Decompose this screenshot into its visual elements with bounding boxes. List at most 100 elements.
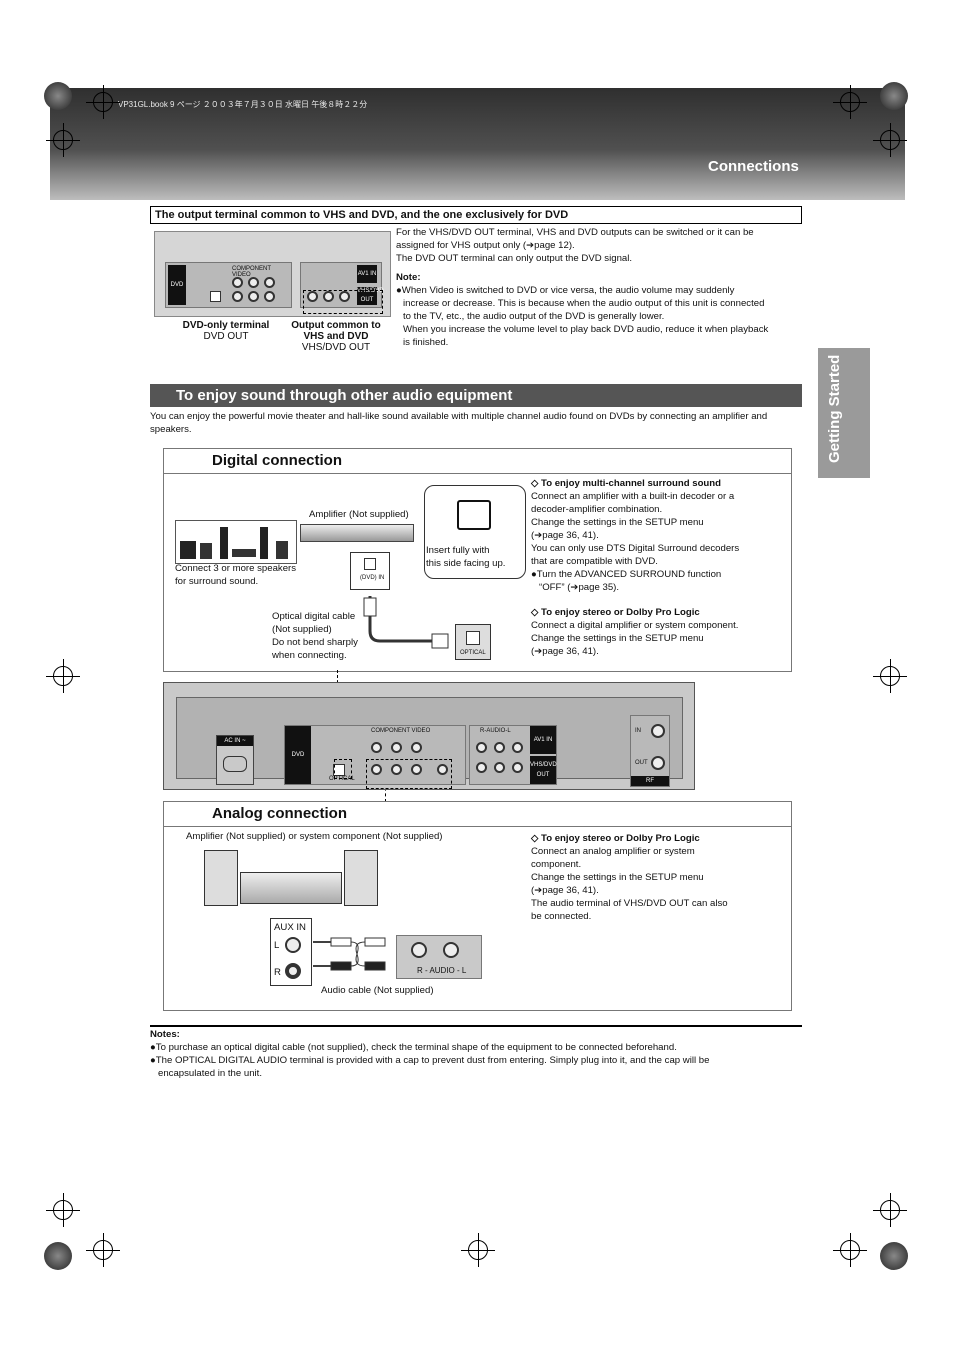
side-tab-label: Getting Started (826, 354, 843, 463)
s-video-jack (437, 764, 448, 775)
body-line: For the VHS/DVD OUT terminal, VHS and DV… (396, 227, 754, 238)
highlight-common (303, 290, 383, 314)
crop-mark-icon (833, 85, 867, 119)
multi-line: decoder-amplifier combination. (531, 504, 663, 515)
video-jack (512, 762, 523, 773)
amplifier-illustration (300, 524, 414, 542)
dvd-in-label: (DVD) IN (360, 575, 385, 581)
video-jack (339, 291, 350, 302)
speaker-set-illustration (175, 520, 297, 564)
audio-section-intro: You can enjoy the powerful movie theater… (150, 411, 768, 435)
analog-amplifier-label: Amplifier (Not supplied) or system compo… (186, 831, 443, 842)
speaker (276, 541, 288, 559)
highlight-optical (334, 759, 352, 779)
analog-connection-frame: Analog connection (163, 801, 792, 1011)
audio-cable-svg (313, 937, 386, 971)
registration-disc-icon (880, 82, 908, 110)
file-info: VP31GL.book 9 ページ ２００３年７月３０日 水曜日 午後８時２２分 (118, 100, 368, 109)
component-jack-pr (264, 277, 275, 288)
output-panel-illustration: DVD OUT COMPONENT VIDEO AV1 IN VHS/DVD O… (154, 231, 391, 328)
note-line: ●When Video is switched to DVD or vice v… (396, 285, 735, 296)
rf-in-jack (651, 724, 665, 738)
audio-jack-r (371, 764, 382, 775)
dvd-panel: DVD OUT COMPONENT VIDEO (165, 262, 292, 328)
highlight-audio (366, 759, 452, 789)
video-jack (264, 291, 275, 302)
l-label: L (274, 940, 280, 951)
optical-port-icon (466, 631, 480, 645)
optical-label: OPTICAL (329, 776, 355, 782)
video-jack (411, 764, 422, 775)
aux-r-jack (285, 963, 301, 979)
unit-audio-terminal: R - AUDIO - L (396, 935, 482, 979)
ac-socket-icon (223, 756, 247, 772)
optical-terminal: OPTICAL (455, 624, 491, 660)
ac-in-block: AC IN ~ (216, 735, 254, 785)
optical-jack (210, 291, 221, 302)
rf-panel: IN OUT RF (630, 715, 670, 787)
unit-audio-jack-r (411, 942, 427, 958)
crop-mark-icon (46, 659, 80, 693)
rear-panel: AC IN ~ DVD OUT COMPONENT VIDEO OPTICAL … (163, 682, 695, 816)
av1-in-block: AV1 IN (530, 726, 556, 754)
multi-line: (➔page 36, 41). (531, 530, 599, 541)
speaker-left (204, 850, 238, 906)
analog-connection-title: Analog connection (212, 805, 347, 822)
analog-line: component. (531, 859, 582, 870)
optical-cable-caption: Optical digital cable (Not supplied) Do … (272, 610, 358, 662)
speaker (260, 527, 268, 559)
audio-jack (248, 291, 259, 302)
r-label: R (274, 967, 281, 978)
speakers-caption-line: Connect 3 or more speakers (175, 563, 297, 574)
registration-disc-icon (880, 1242, 908, 1270)
crop-mark-icon (833, 1233, 867, 1267)
side-tab: Getting Started (818, 348, 870, 478)
note-item: ●The OPTICAL DIGITAL AUDIO terminal is p… (150, 1055, 710, 1066)
optical-label: OPTICAL (460, 650, 486, 656)
r-audio-l-label: R - AUDIO - L (417, 966, 467, 975)
notes-divider (150, 1025, 802, 1027)
dvd-in-terminal: (DVD) IN (350, 552, 390, 590)
cable-caption-line: Optical digital cable (272, 611, 356, 622)
body-line: The DVD OUT terminal can only output the… (396, 253, 633, 264)
aux-l-jack (285, 937, 301, 953)
audio-jack (307, 291, 318, 302)
analog-line: The audio terminal of VHS/DVD OUT can al… (531, 898, 728, 909)
multi-line: ●Turn the ADVANCED SURROUND function (531, 569, 722, 580)
common-caption-bold-2: VHS and DVD (303, 331, 369, 342)
output-section-title: The output terminal common to VHS and DV… (150, 206, 802, 224)
registration-disc-icon (44, 1242, 72, 1270)
vhs-dvd-out-block: VHS/DVD OUT (357, 287, 384, 305)
insert-caption-line: Insert fully with (426, 545, 490, 556)
ac-in-label: AC IN ~ (217, 736, 253, 746)
amplifier-illustration (240, 872, 342, 904)
audio-jack (494, 762, 505, 773)
digital-frame-head: Digital connection (164, 449, 791, 474)
optical-port-icon (364, 558, 376, 570)
dvd-only-caption-bold: DVD-only terminal (182, 320, 270, 331)
speaker-right (344, 850, 378, 906)
audio-jack (476, 742, 487, 753)
dvd-only-caption: DVD-only terminal DVD OUT (180, 320, 272, 342)
stereo-line: Change the settings in the SETUP menu (531, 633, 704, 644)
crop-mark-icon (86, 85, 120, 119)
body-line: assigned for VHS output only (➔page 12). (396, 240, 575, 251)
stereo-line: (➔page 36, 41). (531, 646, 599, 657)
component-jack-pr (411, 742, 422, 753)
av1-in-block: AV1 IN (357, 265, 377, 283)
multi-line: that are compatible with DVD. (531, 556, 658, 567)
common-caption: Output common to VHS and DVD VHS/DVD OUT (286, 320, 386, 353)
dvd-out-block: DVD OUT (285, 726, 311, 816)
audio-section-bar: To enjoy sound through other audio equip… (150, 384, 802, 407)
audio-cable-caption: Audio cable (Not supplied) (321, 985, 434, 996)
common-caption-text: VHS/DVD OUT (301, 342, 371, 353)
multi-line: Change the settings in the SETUP menu (531, 517, 704, 528)
crop-mark-icon (46, 123, 80, 157)
cable-caption-line: (Not supplied) (272, 624, 332, 635)
plug-head (457, 500, 491, 530)
audio-section-title: To enjoy sound through other audio equip… (176, 387, 513, 404)
cable-caption-line: Do not bend sharply (272, 637, 358, 648)
rf-label: RF (631, 776, 669, 786)
component-label: COMPONENT VIDEO (371, 728, 431, 734)
audio-jack (476, 762, 487, 773)
